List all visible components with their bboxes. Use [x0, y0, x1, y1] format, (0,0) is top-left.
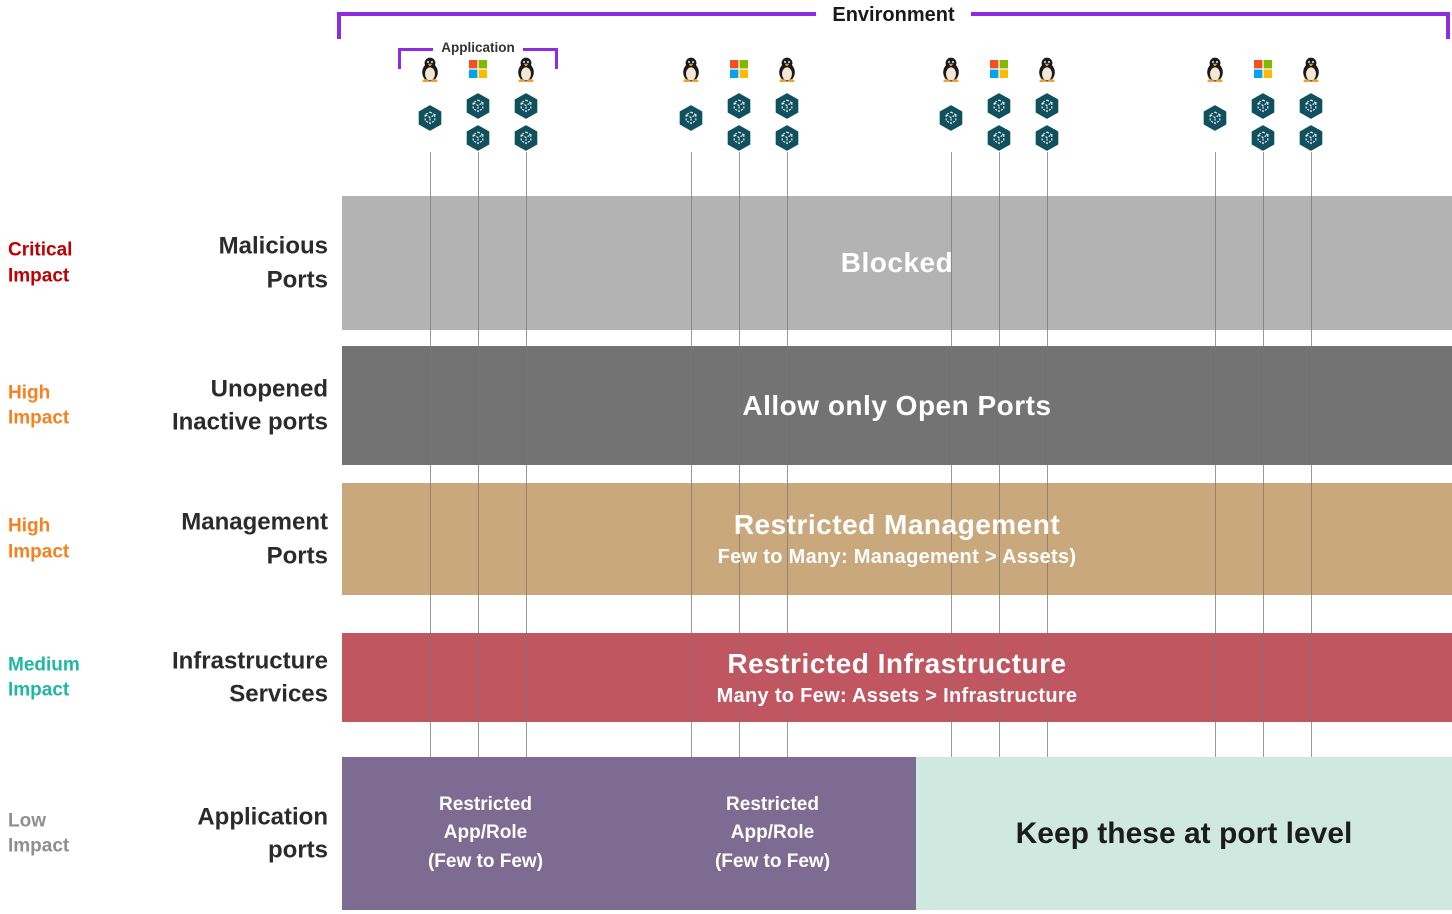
impact-label-low: Low Impact: [8, 809, 70, 857]
bracket-line: [401, 48, 434, 51]
container-pod-icon: [1034, 124, 1060, 152]
container-pod-icon: [986, 124, 1012, 152]
row-malicious-ports: Critical Impact Malicious Ports Blocked: [0, 196, 1452, 330]
container-pod-icon: [1298, 124, 1324, 152]
container-pod-icon: [1250, 124, 1276, 152]
asset-line: [787, 152, 788, 757]
band-application: Restricted App/Role (Few to Few) Restric…: [342, 757, 1452, 910]
container-pod-icon: [1202, 104, 1228, 132]
windows-logo-icon: [1254, 60, 1272, 78]
row-management-ports: High Impact Management Ports Restricted …: [0, 483, 1452, 595]
asset-line: [951, 152, 952, 757]
container-pod-icon: [465, 124, 491, 152]
bracket-tick-right: [555, 48, 558, 69]
container-pod-icon: [417, 104, 443, 132]
application-label: Application: [441, 40, 515, 55]
band-sublabel: Many to Few: Assets > Infrastructure: [716, 684, 1078, 707]
bracket-line: [970, 12, 1446, 16]
bracket-tick-left: [337, 12, 341, 39]
row-title: Management Ports: [181, 508, 328, 569]
band-restricted-app-role: Restricted App/Role (Few to Few) Restric…: [342, 757, 916, 910]
band-label: Blocked: [840, 247, 954, 278]
band-label: Restricted App/Role (Few to Few): [714, 793, 831, 872]
band-blocked: Blocked: [342, 196, 1452, 330]
container-pod-icon: [1298, 92, 1324, 120]
linux-tux-icon: [680, 56, 702, 82]
asset-cluster-4: [1203, 52, 1323, 154]
linux-tux-icon: [1036, 56, 1058, 82]
asset-line: [1215, 152, 1216, 757]
asset-line: [526, 152, 527, 757]
asset-line: [1263, 152, 1264, 757]
row-title: Unopened Inactive ports: [171, 374, 328, 436]
row-infrastructure-services: Medium Impact Infrastructure Services Re…: [0, 633, 1452, 722]
row-title: Application ports: [197, 802, 328, 864]
band-label: Keep these at port level: [1015, 816, 1353, 850]
container-pod-icon: [678, 104, 704, 132]
row-application-ports: Low Impact Application ports Restricted …: [0, 757, 1452, 910]
asset-line: [1047, 152, 1048, 757]
linux-tux-icon: [940, 56, 962, 82]
impact-label-high: High Impact: [8, 381, 70, 429]
container-pod-icon: [726, 92, 752, 120]
windows-logo-icon: [990, 60, 1008, 78]
container-pod-icon: [726, 124, 752, 152]
impact-label-critical: Critical Impact: [8, 239, 73, 286]
container-pod-icon: [774, 124, 800, 152]
band-allow-open-ports: Allow only Open Ports: [342, 346, 1452, 465]
asset-cluster-3: [939, 52, 1059, 154]
asset-line: [999, 152, 1000, 757]
impact-label-high: High Impact: [8, 515, 70, 562]
band-label: Restricted App/Role (Few to Few): [427, 793, 544, 872]
band-label: Restricted Infrastructure: [727, 647, 1067, 679]
linux-tux-icon: [419, 56, 441, 82]
linux-tux-icon: [515, 56, 537, 82]
environment-bracket: Environment: [337, 4, 1450, 39]
container-pod-icon: [986, 92, 1012, 120]
band-label: Allow only Open Ports: [742, 389, 1052, 421]
container-pod-icon: [1034, 92, 1060, 120]
asset-line: [478, 152, 479, 757]
asset-line: [1311, 152, 1312, 757]
bracket-tick-right: [1446, 12, 1450, 39]
bracket-line: [341, 12, 817, 16]
asset-line: [739, 152, 740, 757]
environment-label: Environment: [832, 4, 955, 26]
bracket-line: [522, 48, 555, 51]
container-pod-icon: [774, 92, 800, 120]
windows-logo-icon: [469, 60, 487, 78]
band-restricted-management: Restricted Management Few to Many: Manag…: [342, 483, 1452, 595]
container-pod-icon: [513, 124, 539, 152]
linux-tux-icon: [1300, 56, 1322, 82]
asset-cluster-1: [418, 52, 538, 154]
row-title: Infrastructure Services: [171, 646, 328, 708]
impact-label-medium: Medium Impact: [8, 653, 80, 701]
windows-logo-icon: [730, 60, 748, 78]
bracket-tick-left: [398, 48, 401, 69]
band-restricted-infrastructure: Restricted Infrastructure Many to Few: A…: [342, 633, 1452, 722]
row-unopened-ports: High Impact Unopened Inactive ports Allo…: [0, 346, 1452, 465]
band-sublabel: Few to Many: Management > Assets): [717, 546, 1077, 568]
asset-line: [691, 152, 692, 757]
container-pod-icon: [938, 104, 964, 132]
container-pod-icon: [1250, 92, 1276, 120]
linux-tux-icon: [1204, 56, 1226, 82]
band-label: Restricted Management: [733, 509, 1061, 540]
linux-tux-icon: [776, 56, 798, 82]
row-title: Malicious Ports: [218, 232, 328, 293]
application-bracket: Application: [398, 40, 558, 69]
container-pod-icon: [513, 92, 539, 120]
band-keep-port-level: Keep these at port level: [916, 757, 1452, 910]
asset-line: [430, 152, 431, 757]
asset-cluster-2: [679, 52, 799, 154]
container-pod-icon: [465, 92, 491, 120]
